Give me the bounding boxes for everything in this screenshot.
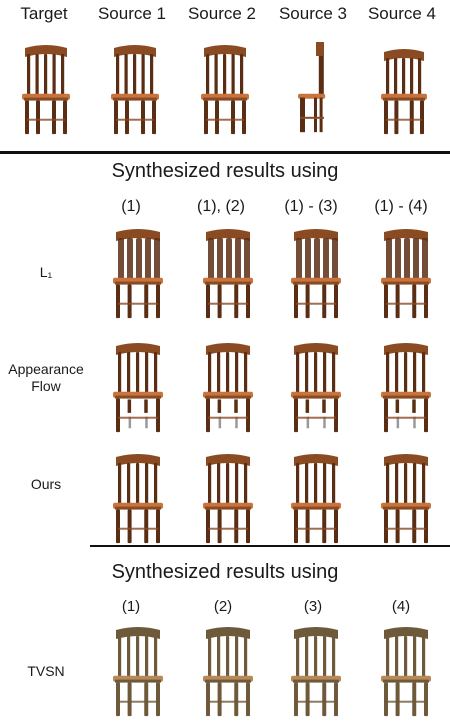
ours-result-4-image — [381, 454, 431, 544]
header-source-3: Source 3 — [278, 4, 348, 23]
section2-col-3: (3) — [303, 598, 323, 615]
row-label-l1: L₁ — [39, 264, 53, 280]
section2-title: Synthesized results using — [111, 561, 339, 583]
target-chair-image — [22, 45, 70, 135]
row-label-appearance-flow-line2: Flow — [31, 378, 61, 394]
header-source-1: Source 1 — [97, 4, 167, 23]
header-source-4: Source 4 — [367, 4, 437, 23]
section1-col-2: (1), (2) — [197, 198, 245, 215]
source-4-chair-image — [381, 49, 427, 135]
section1-title: Synthesized results using — [111, 160, 339, 182]
section1-col-4: (1) - (4) — [374, 198, 428, 215]
ours-result-1-image — [113, 454, 163, 544]
section1-col-1: (1) — [121, 198, 141, 215]
tvsn-result-1-image — [113, 627, 163, 717]
l1-result-2-image — [203, 229, 253, 319]
tvsn-result-3-image — [291, 627, 341, 717]
tvsn-result-4-image — [381, 627, 431, 717]
source-3-chair-image — [298, 42, 326, 133]
source-1-chair-image — [111, 45, 159, 135]
appearance-flow-result-4-image — [381, 343, 431, 433]
appearance-flow-result-2-image — [203, 343, 253, 433]
section2-col-2: (2) — [213, 598, 233, 615]
section-divider-thick — [0, 151, 450, 154]
row-label-appearance-flow-line1: Appearance — [8, 361, 84, 377]
header-source-2: Source 2 — [187, 4, 257, 23]
ours-result-3-image — [291, 454, 341, 544]
ours-result-2-image — [203, 454, 253, 544]
l1-result-1-image — [113, 229, 163, 319]
section1-col-3: (1) - (3) — [284, 198, 338, 215]
header-target: Target — [20, 4, 68, 23]
section2-col-1: (1) — [121, 598, 141, 615]
section2-col-4: (4) — [391, 598, 411, 615]
appearance-flow-result-3-image — [291, 343, 341, 433]
row-label-ours: Ours — [30, 476, 62, 492]
l1-result-3-image — [291, 229, 341, 319]
row-label-tvsn: TVSN — [27, 663, 65, 679]
appearance-flow-result-1-image — [113, 343, 163, 433]
tvsn-result-2-image — [203, 627, 253, 717]
row-label-appearance-flow: Appearance Flow — [0, 361, 92, 395]
l1-result-4-image — [381, 229, 431, 319]
source-2-chair-image — [201, 45, 249, 135]
section-divider-thin — [90, 545, 450, 547]
